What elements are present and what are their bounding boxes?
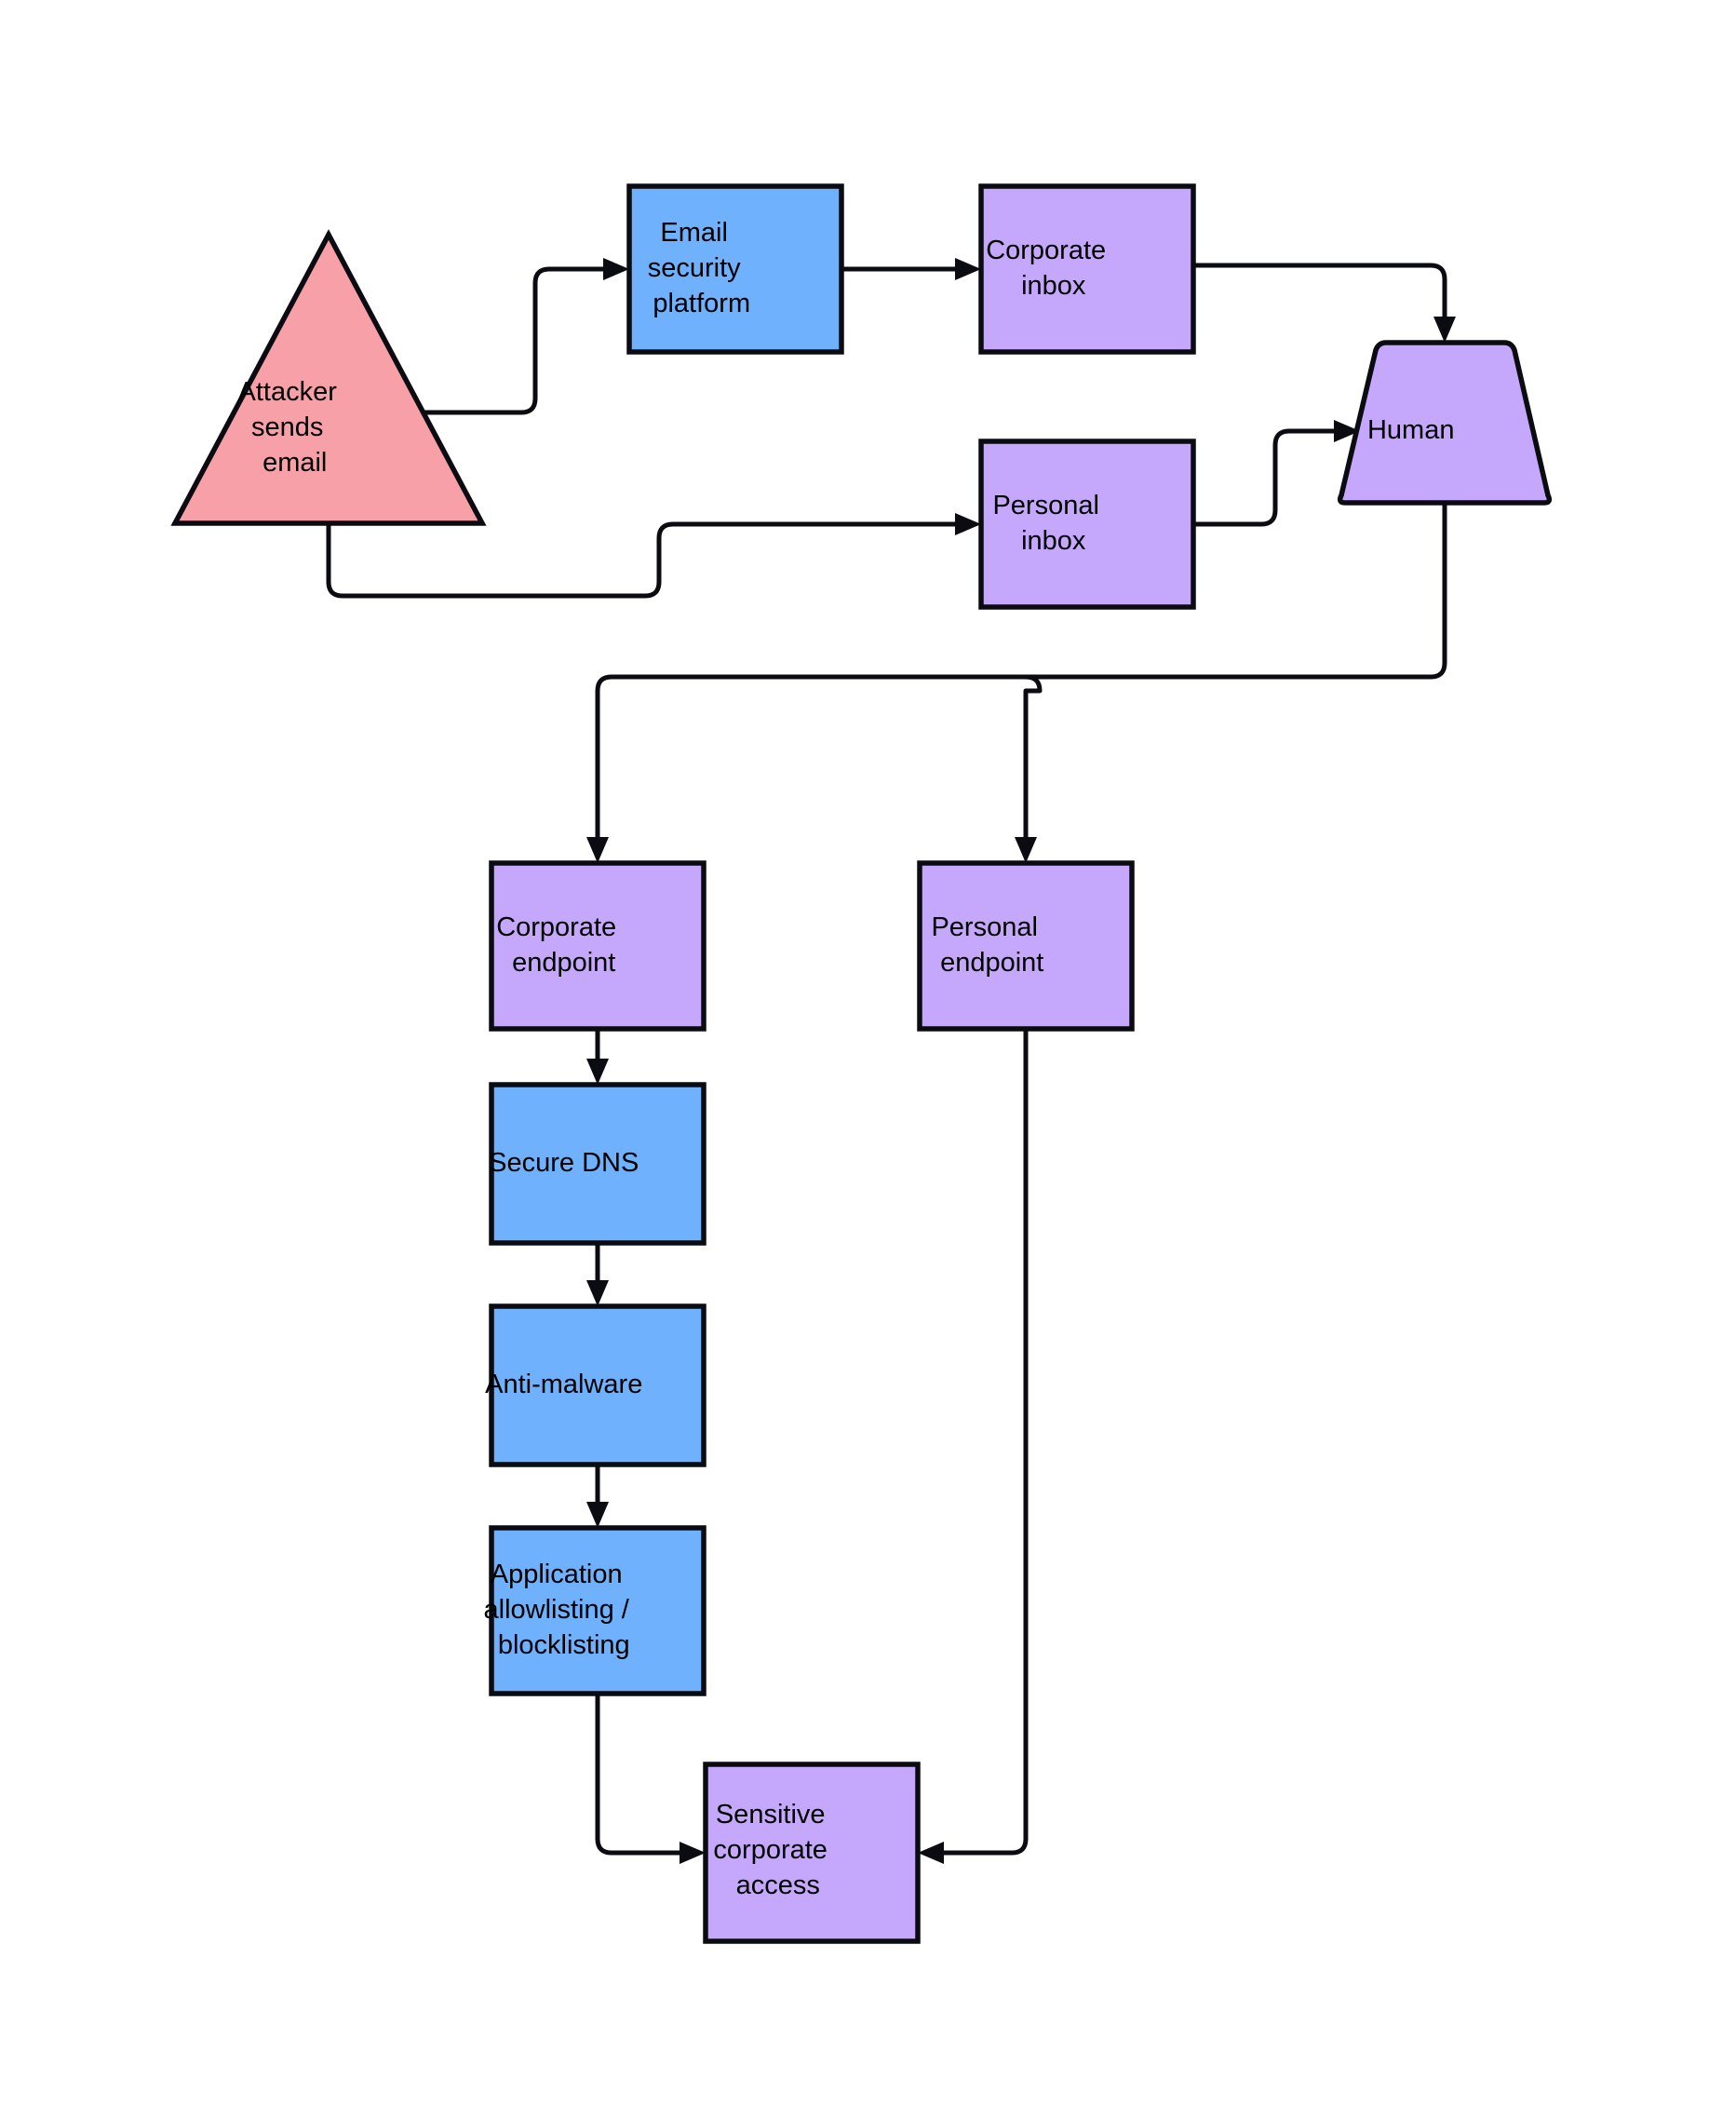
trapezoid-shape[interactable] [1337,340,1553,506]
node-human[interactable]: Human [1337,340,1553,506]
edge-email-security-to-corporate-inbox [841,258,981,280]
node-anti-malware[interactable]: Anti-malware [485,1303,710,1467]
node-sensitive-corporate-access[interactable]: Sensitive corporate access [703,1762,921,1944]
edge-corporate-inbox-to-human [1193,263,1456,343]
arrowhead-icon [603,258,629,280]
rect-shape[interactable] [489,1303,707,1467]
edge-human-to-personal-endpoint [1015,674,1043,863]
arrowhead-icon [1015,837,1037,863]
node-email-security-platform[interactable]: Email security platform [626,183,844,355]
edge-human-to-corporate-endpoint [586,503,1447,863]
rect-shape[interactable] [489,1082,707,1246]
arrowhead-icon [586,1280,609,1306]
edge-corporate-endpoint-to-secure-dns [586,1029,609,1085]
node-secure-dns[interactable]: Secure DNS [489,1082,707,1246]
rect-shape[interactable] [626,183,844,355]
rect-shape[interactable] [489,860,707,1032]
rect-shape[interactable] [917,860,1135,1032]
edge-anti-malware-to-application-allowlisting [586,1465,609,1528]
arrowhead-icon [680,1842,706,1864]
rect-shape[interactable] [978,439,1196,610]
edge-secure-dns-to-anti-malware [586,1243,609,1306]
node-personal-endpoint[interactable]: Personal endpoint [917,860,1135,1032]
nodes-layer: Attacker sends email Email security plat… [170,183,1553,1944]
node-application-allowlisting[interactable]: Application allowlisting / blocklisting [484,1525,712,1696]
rect-shape[interactable] [489,1525,707,1696]
arrowhead-icon [955,258,981,280]
edge-attacker-to-personal-inbox [326,513,981,599]
node-attacker-sends-email[interactable]: Attacker sends email [170,229,487,526]
triangle-shape[interactable] [170,229,487,526]
node-corporate-inbox[interactable]: Corporate inbox [978,183,1196,355]
edges-layer [326,258,1456,1864]
rect-shape[interactable] [703,1762,921,1944]
node-personal-inbox[interactable]: Personal inbox [978,439,1196,610]
node-corporate-endpoint[interactable]: Corporate endpoint [489,860,707,1032]
arrowhead-icon [1334,420,1360,442]
arrowhead-icon [586,1502,609,1528]
arrowhead-icon [586,1059,609,1085]
edge-personal-inbox-to-human [1193,420,1360,527]
arrowhead-icon [955,513,981,535]
rect-shape[interactable] [978,183,1196,355]
arrowhead-icon [918,1842,944,1864]
edge-application-allowlisting-to-sensitive-access [595,1694,706,1864]
arrowhead-icon [586,837,609,863]
arrowhead-icon [1433,317,1456,343]
edge-attacker-to-email-security [408,258,629,415]
edge-personal-endpoint-to-sensitive-access [918,1029,1029,1864]
